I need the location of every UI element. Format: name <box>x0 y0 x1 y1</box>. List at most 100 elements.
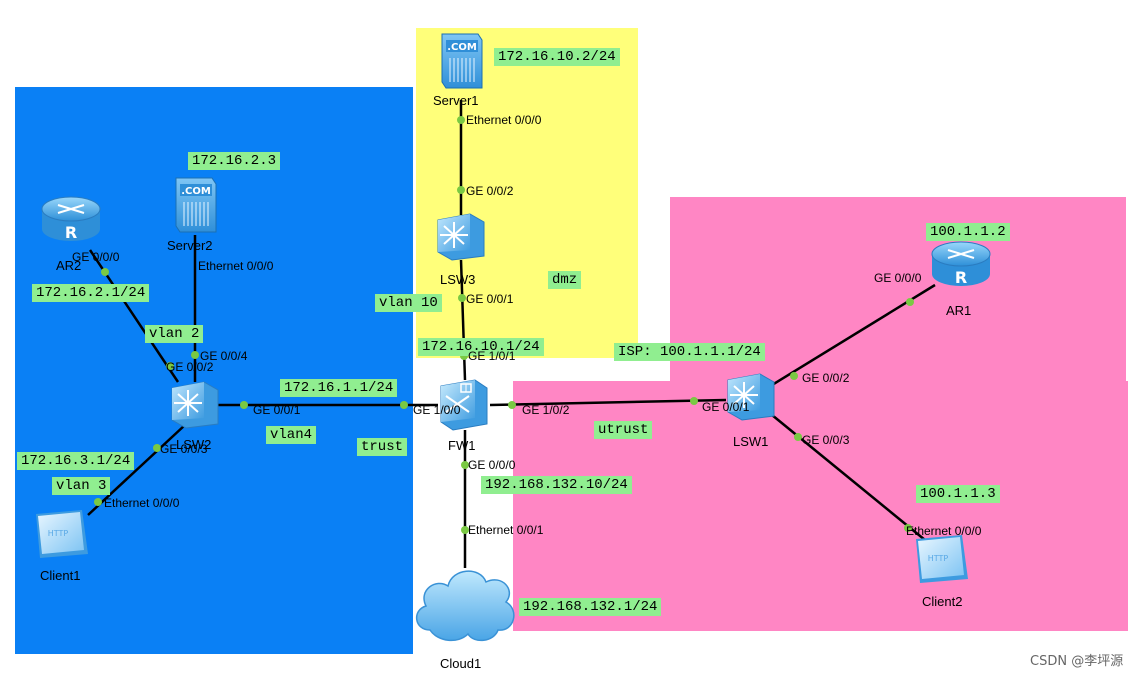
lsw3-device[interactable] <box>434 212 488 262</box>
server2-device[interactable]: .COM <box>168 174 218 236</box>
svg-text:R: R <box>955 268 967 287</box>
port-dot <box>94 498 102 506</box>
port-dot <box>458 294 466 302</box>
port-dot <box>400 401 408 409</box>
port-dot <box>457 186 465 194</box>
client1-name: Client1 <box>40 568 81 583</box>
lsw1-port-fw1: GE 0/0/1 <box>702 400 750 414</box>
cloud1-port: Ethernet 0/0/1 <box>468 523 544 537</box>
fw1-port-cloud: GE 0/0/0 <box>468 458 516 472</box>
router-icon: R <box>41 196 101 242</box>
lsw1-name: LSW1 <box>733 434 769 449</box>
cloud-icon <box>416 570 515 642</box>
switch-icon <box>727 373 775 421</box>
lsw3-name: LSW3 <box>440 272 476 287</box>
trust-zone-label: trust <box>357 438 408 456</box>
lsw3-port-down: GE 0/0/1 <box>466 292 514 306</box>
lsw1-device[interactable] <box>724 372 778 422</box>
port-dot <box>461 461 469 469</box>
port-dot <box>461 526 469 534</box>
lsw2-port-ar2: GE 0/0/2 <box>166 360 214 374</box>
port-dot <box>191 351 199 359</box>
server1-device[interactable]: .COM <box>434 30 484 92</box>
client2-device[interactable]: HTTP <box>912 533 970 585</box>
fw1-name: FW1 <box>448 438 476 453</box>
server-icon: .COM <box>175 177 217 233</box>
lsw2-device[interactable] <box>168 380 222 430</box>
fw-trust-ip-label: 172.16.1.1/24 <box>280 379 398 397</box>
fw1-device[interactable] <box>437 378 491 432</box>
port-dot <box>101 268 109 276</box>
link-client1-lsw2 <box>87 424 186 516</box>
client2-port: Ethernet 0/0/0 <box>906 524 982 538</box>
lsw1-port-ar1: GE 0/0/2 <box>802 371 850 385</box>
server2-name: Server2 <box>167 238 213 253</box>
vlan3-label: vlan 3 <box>52 477 111 495</box>
lsw2-port-server2: GE 0/0/4 <box>200 349 248 363</box>
vlan4-label: vlan4 <box>266 426 317 444</box>
fw1-port-trust: GE 1/0/0 <box>413 403 461 417</box>
vlan10-label: vlan 10 <box>375 294 442 312</box>
svg-text:HTTP: HTTP <box>928 554 949 563</box>
ar1-device[interactable]: R <box>930 240 992 290</box>
server1-ip-label: 172.16.10.2/24 <box>494 48 620 66</box>
ar2-port: GE 0/0/0 <box>72 250 120 264</box>
link-fw1-lsw1 <box>489 398 727 407</box>
client-icon: HTTP <box>36 510 88 558</box>
svg-text:R: R <box>65 223 77 242</box>
lsw2-port-client1: GE 0/0/3 <box>160 442 208 456</box>
server-icon: .COM <box>441 33 483 89</box>
untrust-zone-label: utrust <box>594 421 653 439</box>
port-dot <box>904 524 912 532</box>
cloud1-ip-label: 192.168.132.1/24 <box>519 598 662 616</box>
isp-ip-label: ISP: 100.1.1.1/24 <box>614 343 765 361</box>
watermark: CSDN @李坪源 <box>1030 654 1124 669</box>
server2-ip-label: 172.16.2.3 <box>188 152 281 170</box>
port-dot <box>906 298 914 306</box>
ar1-port: GE 0/0/0 <box>874 271 922 285</box>
cloud1-name: Cloud1 <box>440 656 482 671</box>
svg-text:.COM: .COM <box>181 186 211 197</box>
dmz-zone-label: dmz <box>548 271 582 289</box>
svg-text:HTTP: HTTP <box>48 529 69 538</box>
ar2-name: AR2 <box>56 258 82 273</box>
port-dot <box>166 362 174 370</box>
lsw2-port-fw1: GE 0/0/1 <box>253 403 301 417</box>
router-icon: R <box>931 241 991 287</box>
port-dot <box>240 401 248 409</box>
server2-port: Ethernet 0/0/0 <box>198 259 274 273</box>
switch-icon <box>437 213 485 261</box>
lsw1-port-client2: GE 0/0/3 <box>802 433 850 447</box>
port-dot <box>508 401 516 409</box>
ar1-name: AR1 <box>946 303 972 318</box>
cloud1-device[interactable] <box>410 560 520 644</box>
client1-port: Ethernet 0/0/0 <box>104 496 180 510</box>
server1-port: Ethernet 0/0/0 <box>466 113 542 127</box>
link-lsw3-fw1 <box>459 259 467 381</box>
lsw2-name: LSW2 <box>176 437 212 452</box>
client-icon: HTTP <box>916 535 968 583</box>
lsw3-port-up: GE 0/0/2 <box>466 184 514 198</box>
fw-mgmt-ip-label: 192.168.132.10/24 <box>481 476 632 494</box>
fw1-port-dmz: GE 1/0/1 <box>468 349 516 363</box>
svg-text:.COM: .COM <box>447 42 477 53</box>
port-dot <box>794 433 802 441</box>
ar2-device[interactable]: R <box>40 195 102 245</box>
port-dot <box>153 444 161 452</box>
firewall-icon <box>440 379 488 431</box>
client2-name: Client2 <box>922 594 963 609</box>
client1-device[interactable]: HTTP <box>32 508 90 560</box>
ar2-ip-label: 172.16.2.1/24 <box>32 284 150 302</box>
client1-ip-label: 172.16.3.1/24 <box>17 452 135 470</box>
client2-ip-label: 100.1.1.3 <box>916 485 1000 503</box>
port-dot <box>457 116 465 124</box>
ar1-ip-label: 100.1.1.2 <box>926 223 1010 241</box>
server1-name: Server1 <box>433 93 479 108</box>
port-dot <box>790 372 798 380</box>
switch-icon <box>171 381 219 429</box>
fw-dmz-ip-label: 172.16.10.1/24 <box>418 338 544 356</box>
port-dot <box>690 397 698 405</box>
vlan2-label: vlan 2 <box>145 325 204 343</box>
